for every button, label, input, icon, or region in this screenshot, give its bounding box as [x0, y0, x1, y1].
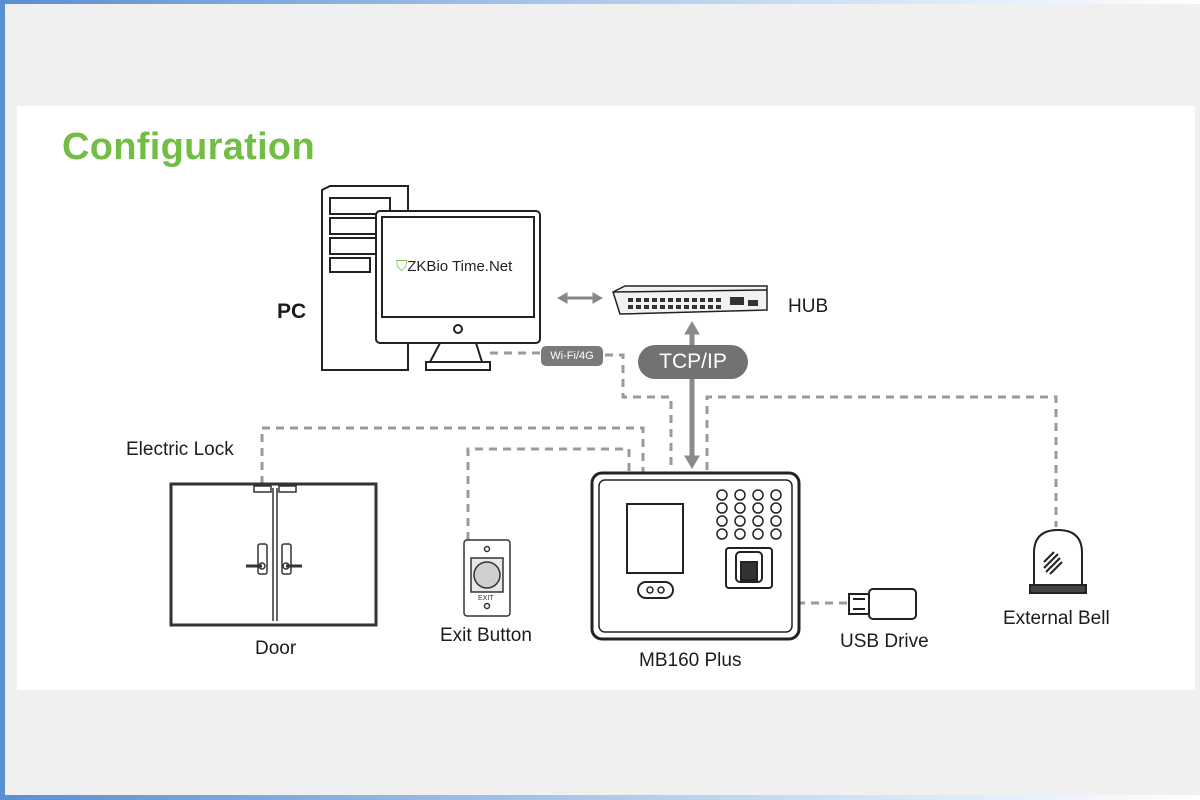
exit-button-wire	[466, 447, 631, 540]
label-door: Door	[255, 638, 297, 659]
pc-hub-arrow	[556, 292, 604, 304]
usb-drive-device	[848, 588, 917, 620]
frame-top-border	[0, 0, 1200, 4]
page-title: Configuration	[62, 126, 315, 168]
tcp-ip-badge: TCP/IP	[638, 345, 748, 379]
label-external-bell: External Bell	[1003, 608, 1110, 629]
frame-left-border	[0, 0, 5, 800]
zkbio-logo-icon: ⛉	[396, 258, 408, 275]
label-exit-button: Exit Button	[440, 625, 532, 646]
hub-switch	[612, 285, 768, 315]
screen-brand-prefix: ZKBio	[407, 258, 449, 275]
frame-bottom-border	[0, 795, 1200, 800]
door-handle-left	[246, 543, 268, 575]
label-device: MB160 Plus	[639, 650, 742, 671]
monitor	[375, 210, 541, 371]
electric-lock-wire	[260, 426, 645, 484]
wifi-to-device-wire	[605, 353, 673, 470]
fingerprint-sensor	[725, 547, 773, 589]
keypad	[716, 489, 782, 540]
screen-app-name: ⛉ZKBio Time.Net	[396, 258, 512, 275]
door-handle-right	[281, 543, 302, 575]
label-usb-drive: USB Drive	[840, 631, 929, 652]
mb160-terminal	[590, 471, 801, 641]
screen-brand-suffix: Time.Net	[448, 258, 513, 275]
exit-plate-text: EXIT	[478, 595, 494, 602]
exit-button-device	[463, 539, 511, 617]
door	[169, 482, 378, 627]
wiring-lines	[260, 351, 1058, 605]
external-bell-device	[1029, 528, 1087, 594]
label-hub: HUB	[788, 296, 829, 317]
label-electric-lock: Electric Lock	[126, 439, 234, 460]
wifi-badge: Wi-Fi/4G	[541, 346, 603, 366]
hub-device-arrow	[684, 321, 700, 469]
label-pc: PC	[277, 300, 307, 323]
